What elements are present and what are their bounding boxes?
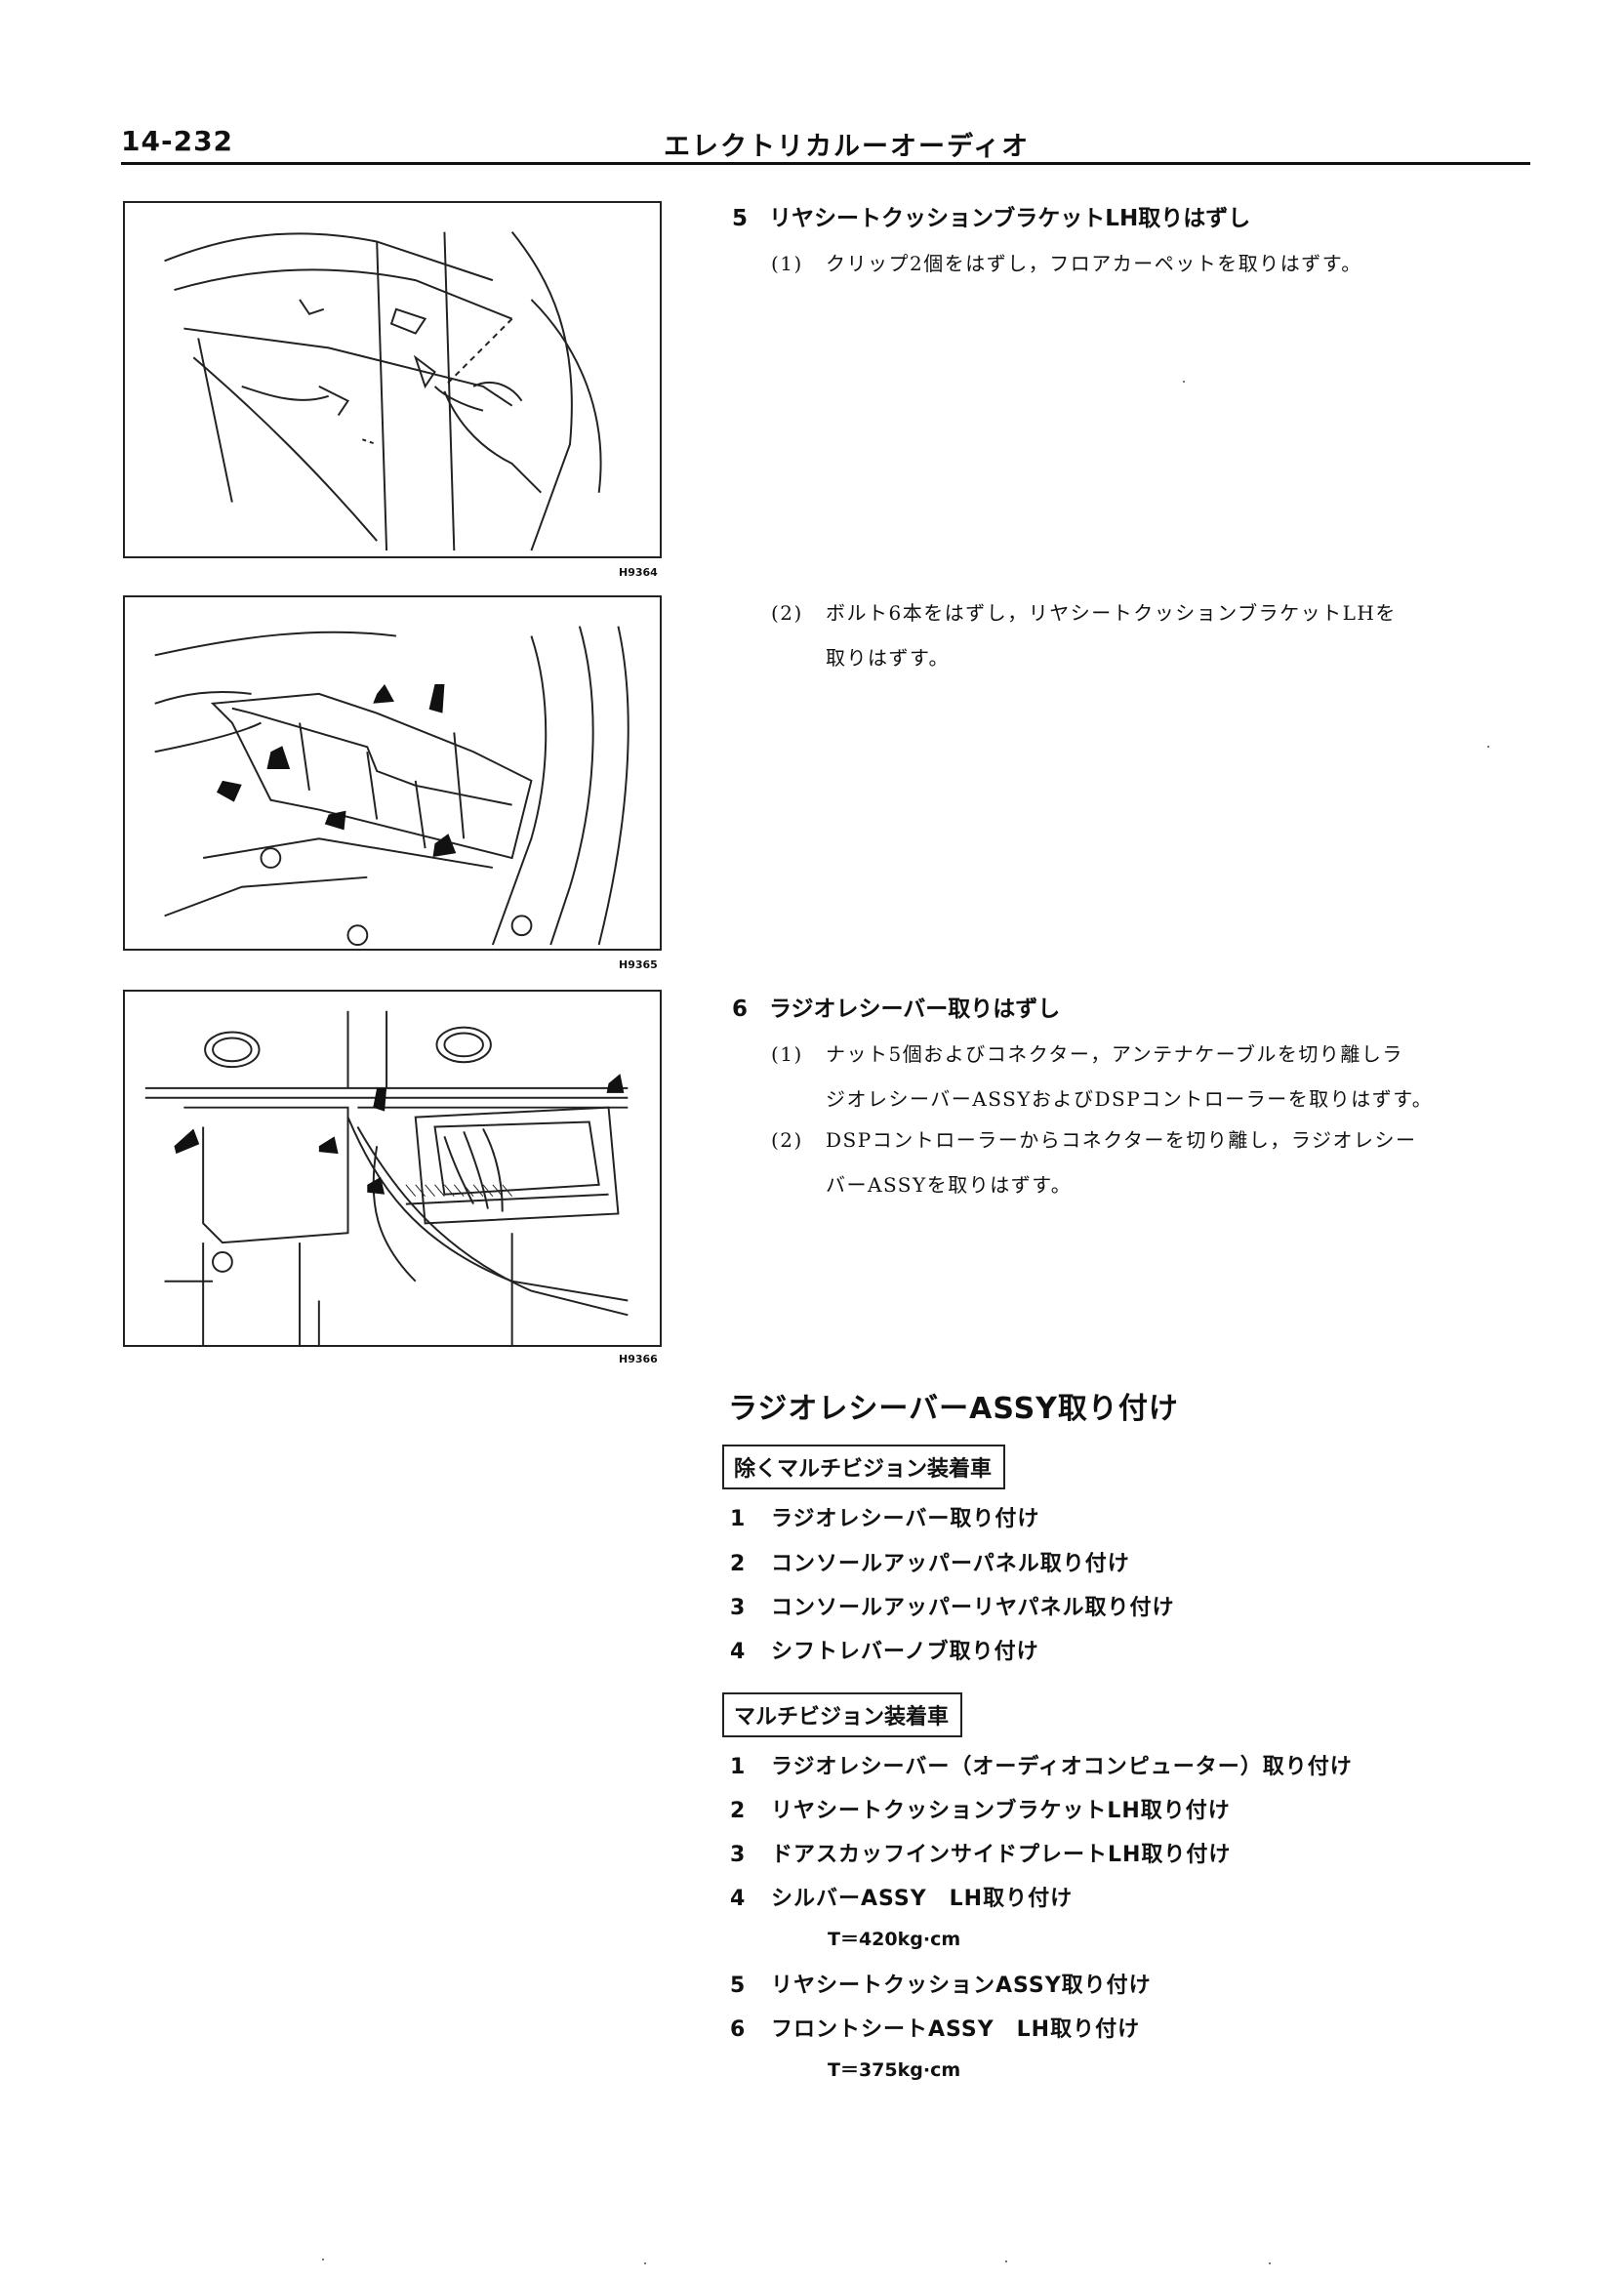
list-item: 2 リヤシートクッションブラケットLH取り付け	[730, 1793, 1231, 1824]
group-label-without-multivision: 除くマルチビジョン装着車	[722, 1445, 1006, 1489]
list-item: 5 リヤシートクッションASSY取り付け	[730, 1968, 1152, 1999]
item-number: 5	[730, 1974, 747, 1998]
carpet-clip-illustration	[164, 231, 602, 551]
substep-number: (2)	[771, 601, 803, 625]
item-number: 1	[730, 1507, 747, 1531]
step-title: 6 ラジオレシーバー取りはずし	[732, 990, 1060, 1023]
item-text: シフトレバーノブ取り付け	[771, 1640, 1039, 1664]
item-text: ラジオレシーバー（オーディオコンピューター）取り付け	[771, 1755, 1353, 1779]
item-number: 6	[730, 2017, 747, 2042]
install-section-title: ラジオレシーバーASSY取り付け	[728, 1392, 1179, 1426]
figure-bracket-bolts	[123, 595, 662, 951]
list-item: 3 ドアスカッフインサイドプレートLH取り付け	[730, 1837, 1231, 1868]
figure-radio-receiver	[123, 990, 662, 1347]
substep-text: クリップ2個をはずし，フロアカーペットを取りはずす。	[826, 252, 1362, 275]
list-item: 4 シフトレバーノブ取り付け	[730, 1634, 1039, 1665]
item-text: コンソールアッパーリヤパネル取り付け	[771, 1596, 1175, 1620]
substep-text: ナット5個およびコネクター，アンテナケーブルを切り離しラ	[826, 1042, 1403, 1066]
list-item: 2 コンソールアッパーパネル取り付け	[730, 1546, 1130, 1577]
substep-number: (1)	[771, 1042, 803, 1066]
list-item: 3 コンソールアッパーリヤパネル取り付け	[730, 1590, 1175, 1621]
item-number: 2	[730, 1552, 747, 1576]
substep-text: ボルト6本をはずし，リヤシートクッションブラケットLHを	[826, 601, 1397, 625]
bracket-illustration	[154, 626, 629, 947]
item-text: ドアスカッフインサイドプレートLH取り付け	[771, 1843, 1232, 1867]
torque-spec: T＝375kg·cm	[828, 2059, 961, 2081]
figure-code: H9365	[619, 958, 658, 971]
list-item: 1 ラジオレシーバー取り付け	[730, 1501, 1039, 1532]
item-number: 3	[730, 1596, 747, 1620]
substep: (1) ナット5個およびコネクター，アンテナケーブルを切り離しラ	[771, 1038, 1403, 1067]
header-rule	[121, 162, 1530, 165]
substep-number: (2)	[771, 1128, 803, 1152]
substep-continuation: ジオレシーバーASSYおよびDSPコントローラーを取りはずす。	[826, 1087, 1434, 1111]
substep-text: DSPコントローラーからコネクターを切り離し，ラジオレシー	[826, 1128, 1417, 1152]
item-text: フロントシートASSY LH取り付け	[771, 2017, 1141, 2042]
substep-continuation: 取りはずす。	[826, 646, 950, 670]
radio-receiver-illustration	[144, 1010, 629, 1345]
group-label-with-multivision: マルチビジョン装着車	[722, 1692, 963, 1737]
step-number: 5	[732, 206, 749, 231]
scan-speck	[322, 2259, 324, 2260]
substep: (2) DSPコントローラーからコネクターを切り離し，ラジオレシー	[771, 1124, 1417, 1153]
item-number: 4	[730, 1887, 747, 1911]
item-number: 1	[730, 1755, 747, 1779]
step-text: リヤシートクッションブラケットLH取りはずし	[769, 206, 1251, 231]
scan-speck	[644, 2262, 646, 2264]
substep-continuation: バーASSYを取りはずす。	[826, 1173, 1073, 1197]
step-title: 5 リヤシートクッションブラケットLH取りはずし	[732, 199, 1250, 232]
item-number: 4	[730, 1640, 747, 1664]
item-text: シルバーASSY LH取り付け	[771, 1887, 1074, 1911]
page-number: 14-232	[121, 125, 234, 157]
substep: (2) ボルト6本をはずし，リヤシートクッションブラケットLHを	[771, 597, 1397, 626]
section-title: エレクトリカルーオーディオ	[664, 132, 1031, 162]
step-number: 6	[732, 997, 749, 1022]
item-text: ラジオレシーバー取り付け	[771, 1507, 1040, 1531]
list-item: 4 シルバーASSY LH取り付け	[730, 1881, 1073, 1912]
scan-speck	[1487, 746, 1489, 748]
scan-speck	[1005, 2260, 1007, 2262]
list-item: 6 フロントシートASSY LH取り付け	[730, 2012, 1140, 2043]
figure-carpet-clip-removal	[123, 201, 662, 558]
item-text: コンソールアッパーパネル取り付け	[771, 1552, 1130, 1576]
step-text: ラジオレシーバー取りはずし	[769, 997, 1061, 1022]
item-text: リヤシートクッションブラケットLH取り付け	[771, 1799, 1231, 1823]
item-number: 2	[730, 1799, 747, 1823]
item-number: 3	[730, 1843, 747, 1867]
scan-speck	[1269, 2262, 1271, 2264]
substep-number: (1)	[771, 252, 803, 275]
torque-spec: T＝420kg·cm	[828, 1929, 961, 1950]
item-text: リヤシートクッションASSY取り付け	[771, 1974, 1152, 1998]
figure-code: H9366	[619, 1353, 658, 1365]
substep: (1) クリップ2個をはずし，フロアカーペットを取りはずす。	[771, 248, 1362, 276]
list-item: 1 ラジオレシーバー（オーディオコンピューター）取り付け	[730, 1749, 1353, 1780]
scan-speck	[1183, 381, 1185, 383]
figure-code: H9364	[619, 566, 658, 579]
